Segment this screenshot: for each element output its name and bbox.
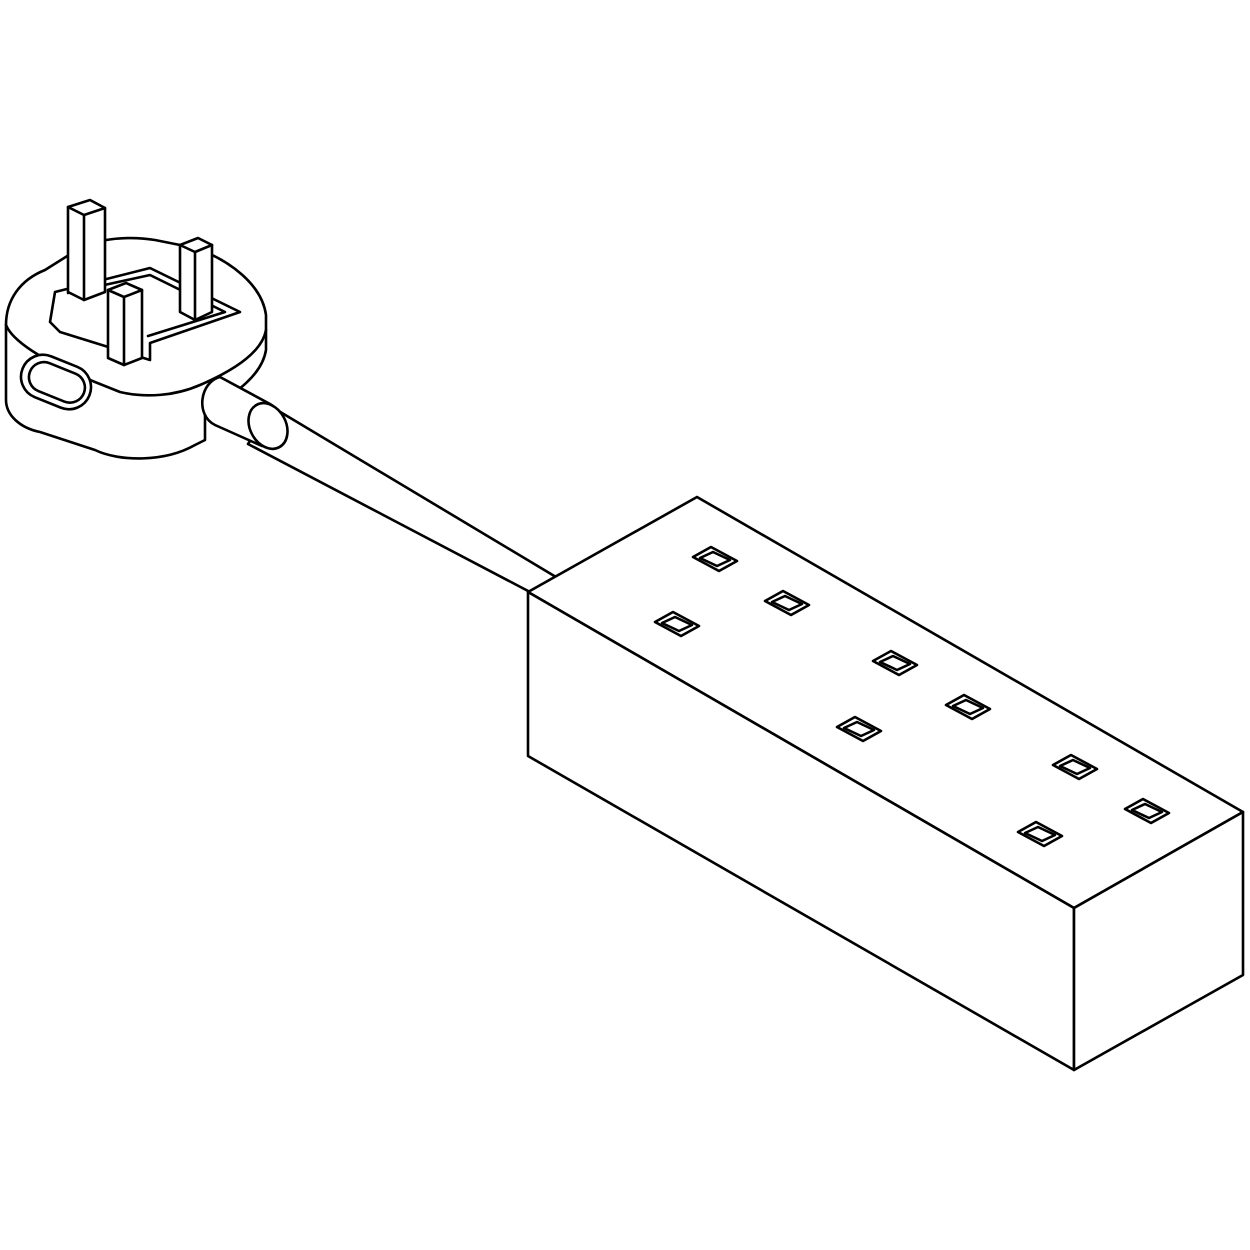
plug bbox=[4, 198, 289, 460]
live-pin bbox=[178, 236, 214, 322]
socket-3-slot-1 bbox=[1051, 753, 1099, 781]
socket-2 bbox=[835, 649, 992, 743]
socket-1 bbox=[653, 545, 811, 638]
plug-grip-inner bbox=[27, 360, 87, 404]
socket-2-slot-2 bbox=[944, 693, 992, 721]
cable bbox=[246, 405, 558, 594]
socket-strip bbox=[526, 495, 1245, 1072]
slot-recess bbox=[1023, 825, 1057, 843]
socket-2-slot-3 bbox=[835, 715, 883, 743]
slot-recess bbox=[878, 654, 912, 672]
neutral-pin bbox=[106, 281, 144, 367]
slot-recess bbox=[660, 615, 694, 633]
socket-1-slot-1 bbox=[691, 545, 739, 573]
slot-recess bbox=[842, 720, 876, 738]
plug-top-edge bbox=[4, 323, 268, 397]
slot-outline bbox=[1016, 820, 1064, 848]
plug-collar bbox=[200, 375, 289, 451]
slot-outline bbox=[1123, 797, 1171, 825]
socket-1-slot-2 bbox=[763, 589, 811, 617]
socket-apertures bbox=[653, 545, 1171, 848]
socket-3 bbox=[1016, 753, 1171, 848]
slot-recess bbox=[1058, 758, 1092, 776]
socket-1-slot-3 bbox=[653, 610, 701, 638]
slot-recess bbox=[770, 594, 804, 612]
slot-outline bbox=[944, 693, 992, 721]
slot-outline bbox=[763, 589, 811, 617]
slot-outline bbox=[1051, 753, 1099, 781]
cable-body bbox=[246, 405, 558, 594]
slot-recess bbox=[951, 698, 985, 716]
slot-outline bbox=[871, 649, 919, 677]
slot-recess bbox=[1130, 802, 1164, 820]
slot-recess bbox=[698, 550, 732, 568]
socket-3-slot-2 bbox=[1123, 797, 1171, 825]
slot-outline bbox=[835, 715, 883, 743]
earth-pin bbox=[66, 198, 107, 302]
socket-strip-end bbox=[1072, 810, 1245, 1072]
socket-3-slot-3 bbox=[1016, 820, 1064, 848]
slot-outline bbox=[691, 545, 739, 573]
slot-outline bbox=[653, 610, 701, 638]
socket-2-slot-1 bbox=[871, 649, 919, 677]
